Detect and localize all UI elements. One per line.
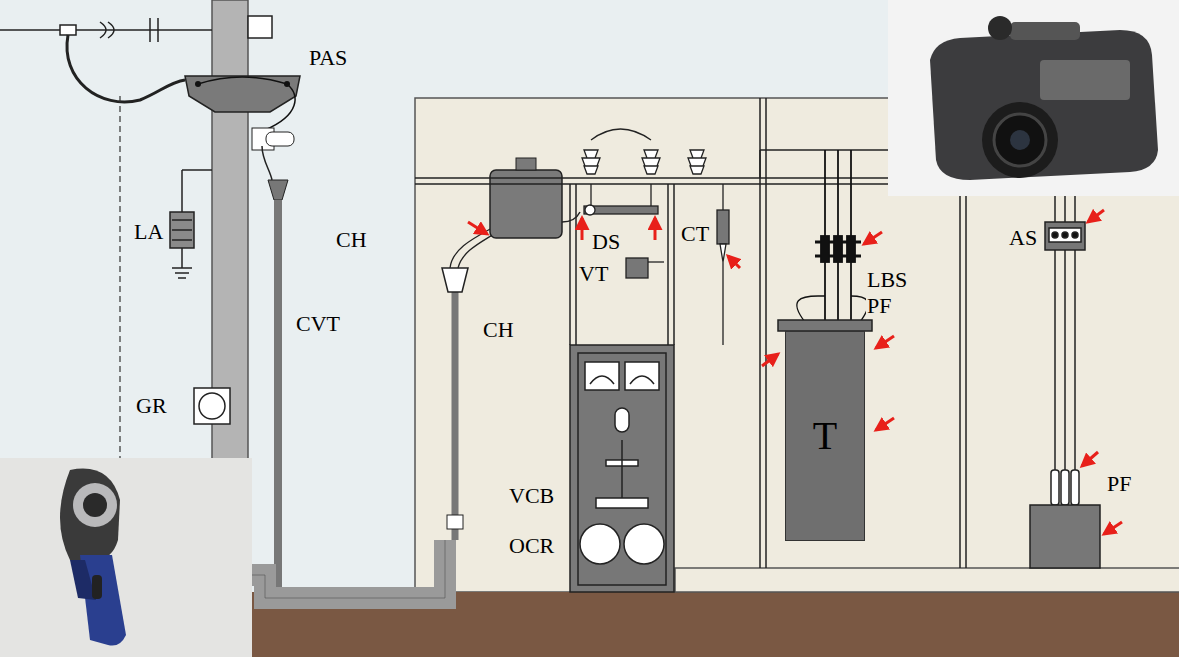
- part-label: PF: [866, 294, 892, 318]
- vcb-cubicle: [570, 184, 674, 592]
- part-label: OCR: [508, 534, 555, 558]
- part-label: CH: [335, 228, 368, 252]
- part-label: CH: [482, 318, 515, 342]
- camera-photo: [888, 0, 1179, 196]
- cable-conduit: [250, 540, 445, 598]
- lbs-switch: [797, 150, 868, 322]
- pole-cable-head: [262, 146, 288, 590]
- part-label: LA: [133, 220, 164, 244]
- part-label: AS: [1008, 226, 1038, 250]
- part-label: CT: [680, 222, 710, 246]
- current-transformer: [717, 184, 729, 345]
- part-label: PF: [1106, 472, 1132, 496]
- part-label: CVT: [295, 312, 341, 336]
- as-switch: [1030, 196, 1100, 568]
- lightning-arrester: [170, 170, 212, 278]
- thermometer-photo: [0, 458, 252, 657]
- ground-relay: [194, 388, 230, 424]
- part-label: DS: [591, 230, 621, 254]
- incoming-box: [490, 158, 580, 238]
- node-text: T: [813, 414, 837, 458]
- part-label: VT: [578, 262, 609, 286]
- part-label: PAS: [308, 46, 348, 70]
- pas-switch: [185, 76, 300, 150]
- bus-bar: [415, 150, 890, 184]
- indoor-cable-head: [442, 228, 494, 540]
- transformer-box: T: [785, 331, 865, 541]
- floor-platform: [675, 568, 1179, 592]
- part-label: LBS: [866, 268, 908, 292]
- disconnect-switch: [582, 129, 706, 215]
- voltage-transformer: [626, 258, 664, 278]
- transformer-cover: [778, 320, 872, 331]
- part-label: VCB: [508, 484, 555, 508]
- part-label: GR: [135, 394, 168, 418]
